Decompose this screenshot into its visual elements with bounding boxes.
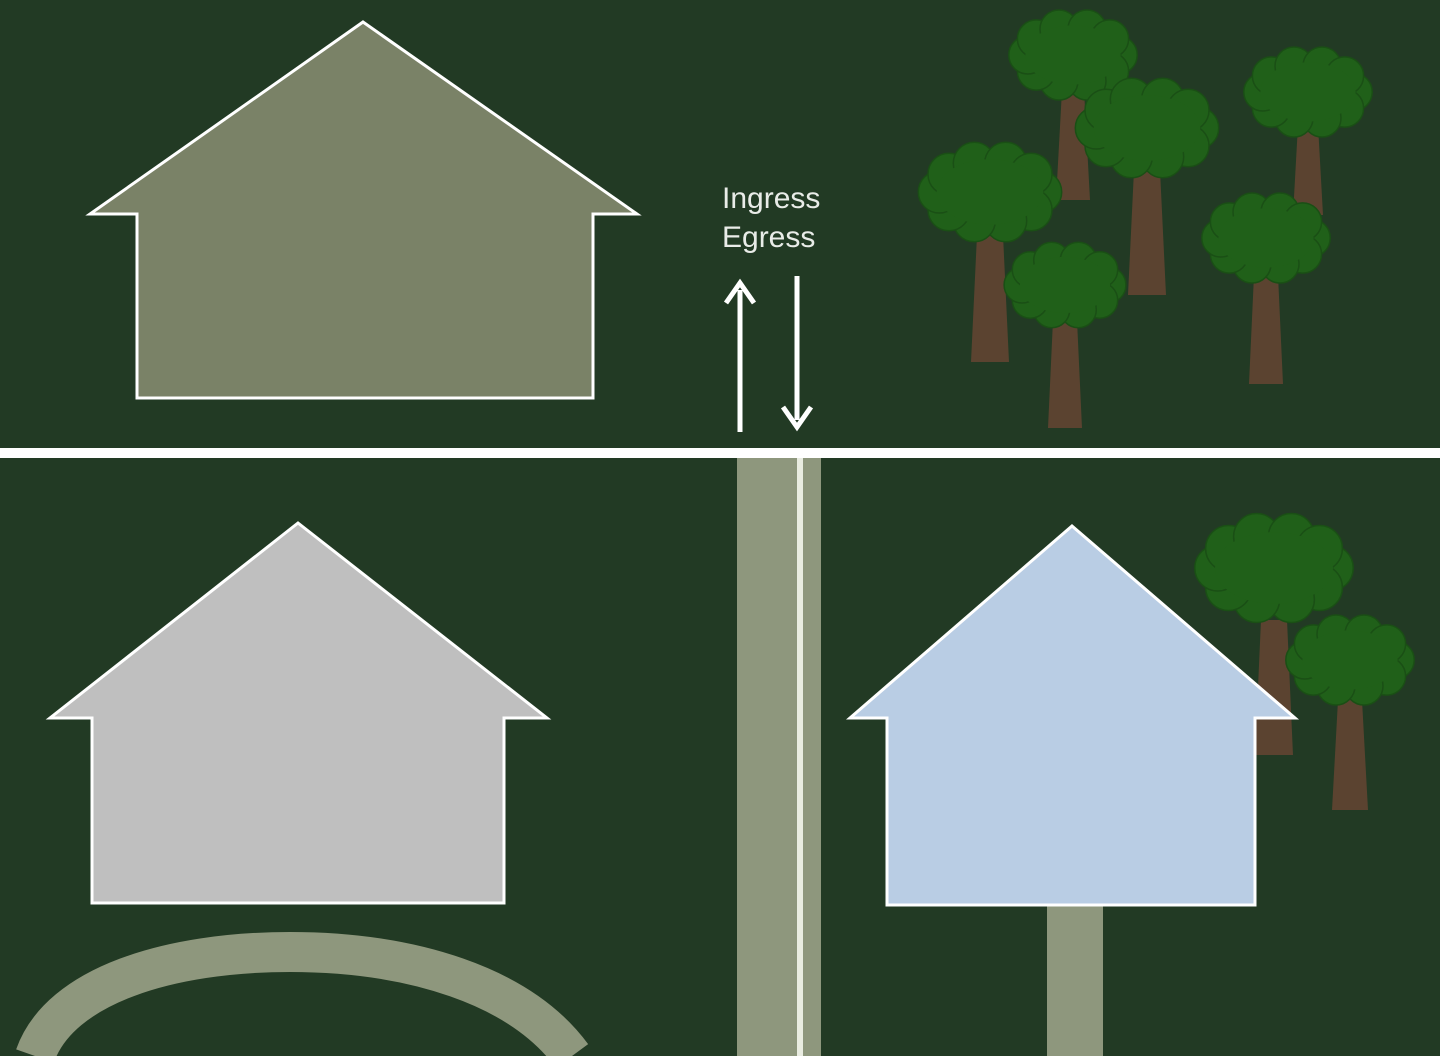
tree-icon [1194, 512, 1354, 755]
egress-arrow-icon [780, 276, 814, 432]
tree-icon [1243, 46, 1373, 215]
tree-trunk [1293, 125, 1323, 215]
property-divider-line [0, 448, 1440, 458]
tree-trunk [1128, 170, 1166, 295]
driveway [1047, 905, 1103, 1056]
tree-icon [1285, 614, 1415, 810]
house-top-left [85, 20, 642, 400]
tree-crown [1285, 614, 1415, 706]
tree-crown [1003, 241, 1127, 329]
tree-trunk [1255, 620, 1293, 755]
tree-icon [917, 141, 1063, 362]
tree-crown [1243, 46, 1373, 138]
ingress-label: Ingress [722, 182, 820, 215]
egress-label: Egress [722, 221, 815, 254]
tree-trunk [1249, 275, 1283, 384]
tree-trunk [1332, 700, 1368, 810]
tree-crown [1201, 192, 1331, 284]
roads [16, 458, 1103, 1056]
tree-trunk [971, 235, 1009, 362]
house-bottom-right [845, 524, 1300, 907]
main-road [737, 458, 821, 1056]
tree-icon [1003, 241, 1127, 428]
tree-trunk [1048, 320, 1082, 428]
tree-crown [1074, 77, 1220, 179]
tree-crown [917, 141, 1063, 243]
tree-group [917, 9, 1415, 810]
tree-icon [1008, 9, 1138, 200]
house-bottom-left [45, 521, 552, 905]
tree-crown [1008, 9, 1138, 101]
tree-crown [1194, 512, 1354, 624]
road-center-line [797, 458, 803, 1056]
tree-icon [1074, 77, 1220, 295]
circular-driveway [16, 931, 589, 1056]
tree-icon [1201, 192, 1331, 384]
ingress-arrow-icon [723, 278, 757, 432]
